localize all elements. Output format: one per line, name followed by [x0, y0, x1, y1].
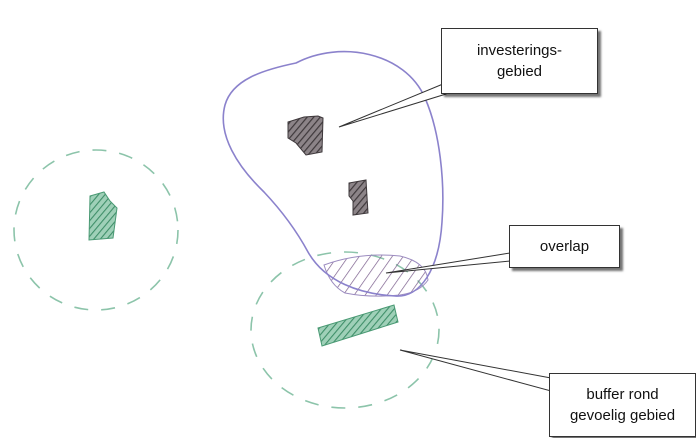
buffer-circle-left	[13, 149, 179, 311]
sensitive-area-left	[88, 191, 118, 241]
investment-parcel-1	[287, 115, 324, 156]
callout-pointer-buffer	[399, 349, 552, 392]
label-buffer: buffer rond gevoelig gebied	[549, 373, 696, 437]
label-investment-area-line1: investerings-	[476, 42, 563, 59]
label-investment-area-line2: gebied	[496, 63, 543, 80]
label-buffer-line2: gevoelig gebied	[569, 407, 676, 424]
investment-parcel-2	[348, 179, 369, 216]
label-overlap: overlap	[509, 225, 620, 268]
label-investment-area: investerings- gebied	[441, 28, 598, 94]
label-buffer-line1: buffer rond	[586, 386, 659, 403]
label-overlap-text: overlap	[539, 238, 590, 255]
overlap-area	[323, 254, 429, 297]
buffer-circle-bottom	[250, 251, 440, 409]
callout-pointer-investment	[338, 83, 447, 128]
sensitive-area-bottom	[317, 304, 399, 347]
